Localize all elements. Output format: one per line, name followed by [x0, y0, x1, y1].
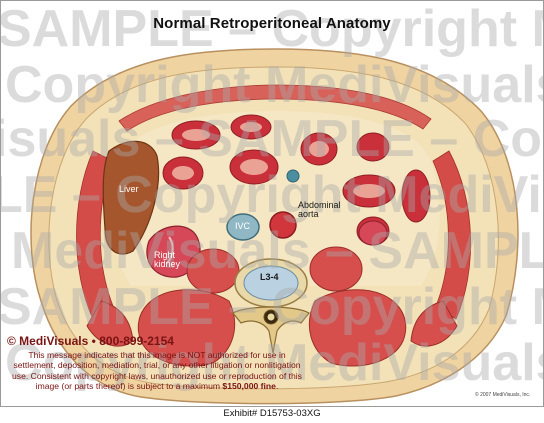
vertebra-label: L3-4	[260, 272, 279, 282]
medivisuals-logo: © MediVisuals	[7, 334, 89, 348]
notice-message: This message indicates that this image i…	[12, 350, 302, 392]
aorta-label: Abdominal aorta	[298, 200, 341, 220]
rectus-muscle	[118, 84, 432, 132]
bowel-loop	[401, 169, 431, 223]
mesenteric-vessel	[286, 169, 300, 183]
notice-text: This message indicates that this image i…	[7, 350, 307, 392]
exhibit-number: Exhibit# D15753-03XG	[223, 408, 321, 419]
ivc-label: IVC	[235, 221, 251, 231]
notice-message-end: .	[275, 381, 279, 392]
copyright-notice: © 2007 MediVisuals, Inc.	[475, 392, 531, 398]
ivc-shape	[226, 213, 260, 241]
spinous-process	[232, 306, 310, 354]
bowel-loop	[356, 132, 390, 162]
bullet-separator: •	[91, 334, 96, 348]
right-kidney-label: Right kidney	[154, 250, 181, 270]
aorta-shape	[269, 211, 297, 239]
phone-number: 800-899-2154	[99, 334, 174, 348]
usage-notice: © MediVisuals • 800-899-2154 This messag…	[7, 334, 307, 392]
liver-shape	[102, 140, 160, 255]
brand-line: © MediVisuals • 800-899-2154	[7, 334, 307, 348]
notice-fine: $150,000 fine	[222, 381, 276, 392]
cross-section-illustration	[30, 48, 519, 405]
left-kidney-shape	[358, 220, 388, 246]
back-muscles	[86, 246, 458, 367]
liver-label: Liver	[119, 184, 139, 194]
figure-title: Normal Retroperitoneal Anatomy	[153, 15, 391, 32]
illustration-frame: Normal Retroperitoneal Anatomy SAMPLE – …	[0, 0, 544, 407]
